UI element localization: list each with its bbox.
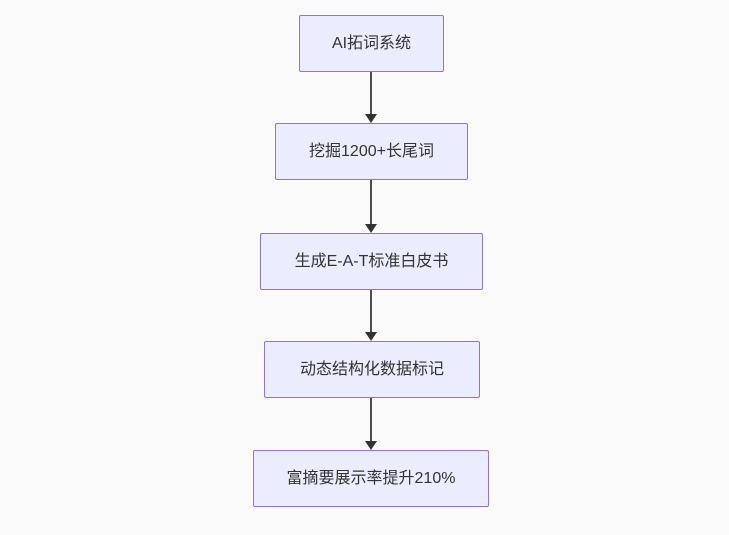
flow-node-longtail-mining: 挖掘1200+长尾词 [275, 123, 468, 180]
flow-node-eat-whitepaper: 生成E-A-T标准白皮书 [260, 233, 483, 290]
arrow-down-icon [365, 332, 377, 341]
flow-edge-2 [365, 180, 378, 233]
flow-node-rich-snippet-result: 富摘要展示率提升210% [253, 450, 489, 507]
flow-edge-1 [365, 72, 378, 123]
arrow-down-icon [365, 441, 377, 450]
edge-line [370, 180, 372, 226]
arrow-down-icon [365, 224, 377, 233]
arrow-down-icon [365, 114, 377, 123]
flow-edge-3 [365, 290, 378, 341]
edge-line [370, 398, 372, 443]
edge-line [370, 290, 372, 334]
flow-edge-4 [365, 398, 378, 450]
flow-node-ai-expansion-system: AI拓词系统 [299, 15, 444, 72]
flow-node-structured-data-markup: 动态结构化数据标记 [264, 341, 480, 398]
edge-line [370, 72, 372, 116]
